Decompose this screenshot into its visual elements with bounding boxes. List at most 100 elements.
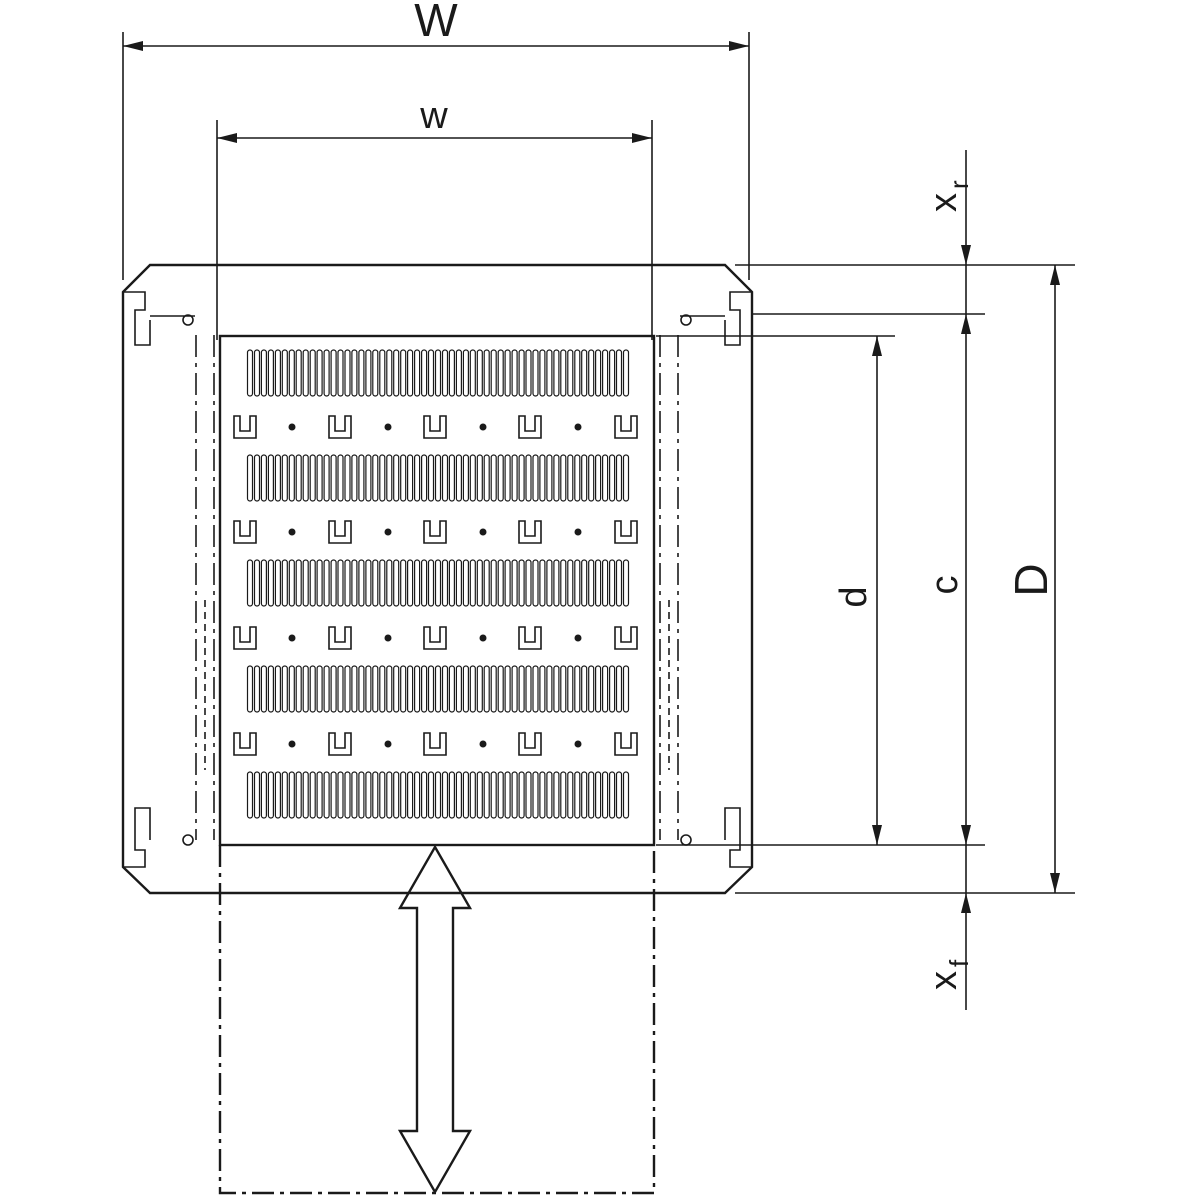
vent-slot	[330, 771, 337, 819]
mounting-hole	[479, 740, 487, 748]
dimension-xr: x r	[923, 150, 974, 314]
vent-slot	[288, 665, 295, 713]
vent-slot	[622, 349, 630, 397]
vent-slot	[532, 454, 539, 502]
vent-slot	[246, 559, 254, 607]
vent-slot	[588, 559, 595, 607]
vent-slot	[525, 559, 532, 607]
extension-lines	[656, 264, 1075, 894]
vent-slot	[393, 771, 400, 819]
vent-slot	[560, 665, 567, 713]
vent-slot	[497, 665, 504, 713]
vent-slot	[518, 454, 525, 502]
vent-slot	[490, 771, 497, 819]
dimension-xf: x f	[923, 845, 974, 1010]
vent-slot	[407, 665, 414, 713]
vent-slot	[421, 349, 428, 397]
vent-slot	[455, 454, 462, 502]
vent-slot	[483, 771, 490, 819]
vent-slot	[525, 665, 532, 713]
vent-slot	[330, 349, 337, 397]
vent-slot	[427, 665, 435, 713]
vent-slot	[476, 559, 483, 607]
vent-slot	[504, 665, 511, 713]
vent-slot	[462, 771, 469, 819]
mounting-hole	[384, 423, 392, 431]
mounting-hole	[288, 634, 296, 642]
vent-slot	[476, 771, 483, 819]
vent-slot	[581, 349, 588, 397]
vent-slot	[567, 559, 574, 607]
vent-slot	[316, 349, 323, 397]
vent-slot	[386, 454, 393, 502]
vent-slot	[497, 771, 504, 819]
vent-slot	[574, 665, 581, 713]
mounting-hole	[384, 740, 392, 748]
vent-slot	[372, 771, 379, 819]
vent-slot	[518, 349, 525, 397]
vent-slot	[421, 771, 428, 819]
vent-slot	[344, 665, 351, 713]
vent-slot	[615, 349, 623, 397]
vent-slot	[414, 559, 421, 607]
vent-slot	[546, 559, 553, 607]
vent-slot	[358, 559, 365, 607]
vent-slot	[622, 454, 630, 502]
vent-slot	[386, 665, 393, 713]
vent-slot	[274, 771, 281, 819]
vent-slot	[295, 559, 302, 607]
vent-slot	[351, 454, 358, 502]
vent-slot	[581, 454, 588, 502]
vent-slot	[462, 665, 469, 713]
vent-slot	[615, 771, 623, 819]
vent-slot	[253, 349, 261, 397]
vent-slot	[608, 559, 616, 607]
vent-slot	[281, 559, 288, 607]
label-D: D	[1005, 563, 1057, 596]
vent-slot	[323, 771, 330, 819]
vent-slot	[302, 771, 309, 819]
vent-slot	[407, 349, 414, 397]
vent-slot	[351, 771, 358, 819]
vent-slot	[316, 771, 323, 819]
vent-slot	[427, 559, 435, 607]
mounting-clip-icon	[423, 415, 447, 439]
vent-slot	[601, 349, 609, 397]
vent-slot	[455, 349, 462, 397]
vent-slot	[476, 349, 483, 397]
vent-slot	[288, 454, 295, 502]
vent-slot	[330, 559, 337, 607]
mounting-hole	[288, 740, 296, 748]
vent-slot	[421, 559, 428, 607]
vent-slot	[539, 349, 546, 397]
vent-slot	[581, 771, 588, 819]
vent-slot	[434, 349, 442, 397]
vent-slot	[302, 454, 309, 502]
vent-slot	[497, 559, 504, 607]
vent-slot	[295, 665, 302, 713]
vent-slot	[267, 454, 274, 502]
vent-slot	[462, 454, 469, 502]
vent-slot	[608, 454, 616, 502]
vent-slot	[358, 349, 365, 397]
vent-slot	[588, 771, 595, 819]
vent-slot	[483, 349, 490, 397]
mounting-hole	[574, 634, 582, 642]
vent-slot	[469, 771, 476, 819]
vent-slot	[490, 349, 497, 397]
vent-slot	[539, 665, 546, 713]
vent-slot	[365, 454, 372, 502]
vent-slot	[455, 559, 462, 607]
vent-slot	[351, 559, 358, 607]
vent-slot	[316, 454, 323, 502]
vent-slot	[281, 454, 288, 502]
vent-slot	[441, 665, 449, 713]
pull-out-extension	[218, 845, 656, 1195]
vent-slot	[295, 771, 302, 819]
vent-slot	[323, 559, 330, 607]
vent-slot	[267, 665, 274, 713]
vent-slot	[372, 454, 379, 502]
vent-slot	[281, 665, 288, 713]
mounting-clip-icon	[233, 732, 257, 756]
